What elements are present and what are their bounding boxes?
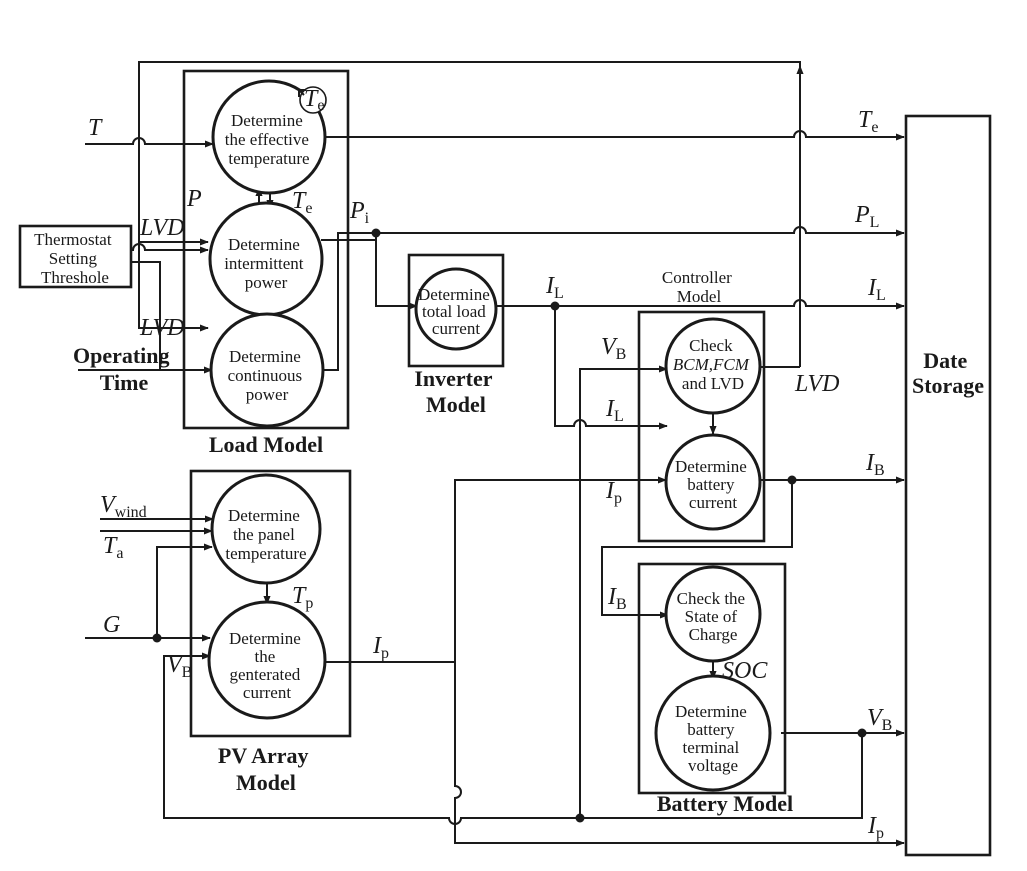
check-bcm-label: Check BCM,FCM and LVD xyxy=(673,336,753,393)
thermostat-to-intermittent xyxy=(131,243,209,254)
pl-label: PL xyxy=(854,202,879,231)
battery-model-title: Battery Model xyxy=(657,791,793,816)
continuous-power-label: Determine continuous power xyxy=(228,347,307,404)
vb-loop-to-pv xyxy=(163,652,580,825)
te-output-wire xyxy=(325,130,905,141)
total-load-current-circle xyxy=(414,267,498,351)
ip-pv-label: Ip xyxy=(372,633,389,662)
effective-temp-circle xyxy=(211,79,327,195)
operating-time-label: Operating Time xyxy=(73,343,175,395)
il-controller-label: IL xyxy=(605,396,624,425)
battery-current-label: Determine battery current xyxy=(675,457,751,512)
junction-dot xyxy=(371,228,381,238)
vb-controller-label: VB xyxy=(601,334,626,363)
junction-dot xyxy=(575,813,585,823)
generated-current-label: Determine the genterated current xyxy=(229,629,305,702)
battery-current-circle xyxy=(664,433,762,531)
g-to-panel-temp xyxy=(156,543,213,638)
effective-temp-label: Determine the effective temperature xyxy=(225,111,313,168)
junction-dot xyxy=(550,301,560,311)
te-selfloop-icon xyxy=(299,86,327,114)
ib-output-label: IB xyxy=(865,450,885,479)
ta-label: Ta xyxy=(103,533,123,562)
inverter-model-title: Inverter Model xyxy=(414,366,497,417)
il-inverter-label: IL xyxy=(545,273,564,302)
ip-storage-label: Ip xyxy=(867,813,884,842)
vb-loop-to-controller xyxy=(580,733,863,819)
thermostat-box xyxy=(18,224,133,289)
total-load-current-label: Determine total load current xyxy=(418,285,494,338)
terminal-voltage-label: Determine battery terminal voltage xyxy=(675,702,751,775)
ip-to-controller xyxy=(454,476,667,662)
g-label: G xyxy=(103,612,120,638)
continuous-power-circle xyxy=(209,312,325,428)
check-bcm-circle xyxy=(664,317,762,415)
ip-controller-label: Ip xyxy=(605,478,622,507)
tp-label: Tp xyxy=(292,583,313,612)
date-storage-box xyxy=(904,114,992,857)
panel-temperature-circle xyxy=(210,473,322,585)
thermostat-label: Thermostat Setting Threshole xyxy=(34,230,116,287)
te-internal-label: Te xyxy=(292,188,312,217)
vb-output-label: VB xyxy=(867,705,892,734)
vb-to-controller xyxy=(579,365,668,818)
ip-to-storage xyxy=(454,662,905,847)
ib-to-battery xyxy=(601,480,793,619)
inverter-model-box xyxy=(407,253,505,368)
generated-current-circle xyxy=(207,600,327,720)
vb-pv-label: VB xyxy=(167,652,192,681)
controller-model-title: Controller Model xyxy=(662,268,736,306)
t-input-wire xyxy=(85,137,214,148)
lvd-label-controller: LVD xyxy=(794,371,839,397)
te-output-label: Te xyxy=(858,107,878,136)
pl-output-wire xyxy=(376,226,905,237)
il-output-wire xyxy=(496,299,905,310)
pi-to-inverter xyxy=(375,233,418,310)
ib-battery-label: IB xyxy=(607,584,627,613)
battery-model-box xyxy=(637,562,787,795)
junction-dot xyxy=(152,633,162,643)
vwind-label: Vwind xyxy=(100,492,147,521)
panel-temperature-label: Determine the panel temperature xyxy=(225,506,306,563)
soc-label: SOC xyxy=(722,658,768,684)
state-of-charge-label: Check the State of Charge xyxy=(677,589,750,644)
pv-array-model-box xyxy=(189,469,352,738)
il-output-label: IL xyxy=(867,275,886,304)
junction-dot xyxy=(857,728,867,738)
t-input-label: T xyxy=(88,115,103,141)
te-selfloop-arrow xyxy=(298,89,306,97)
intermittent-power-label: Determine intermittent power xyxy=(224,235,308,292)
terminal-voltage-circle xyxy=(654,674,772,792)
lvd-feedback-loop xyxy=(138,61,801,367)
lvd-label-top: LVD xyxy=(139,215,184,241)
lvd-label-mid: LVD xyxy=(139,315,184,341)
continuous-power-wire xyxy=(323,232,376,371)
pv-array-model-title: PV Array Model xyxy=(218,743,314,795)
date-storage-title: Date Storage xyxy=(912,348,984,398)
te-circle-label: Te xyxy=(304,86,324,114)
state-of-charge-circle xyxy=(664,565,762,663)
junction-dot xyxy=(787,475,797,485)
p-label: P xyxy=(186,186,202,212)
load-model-title: Load Model xyxy=(209,432,323,457)
pi-label: Pi xyxy=(349,198,370,227)
